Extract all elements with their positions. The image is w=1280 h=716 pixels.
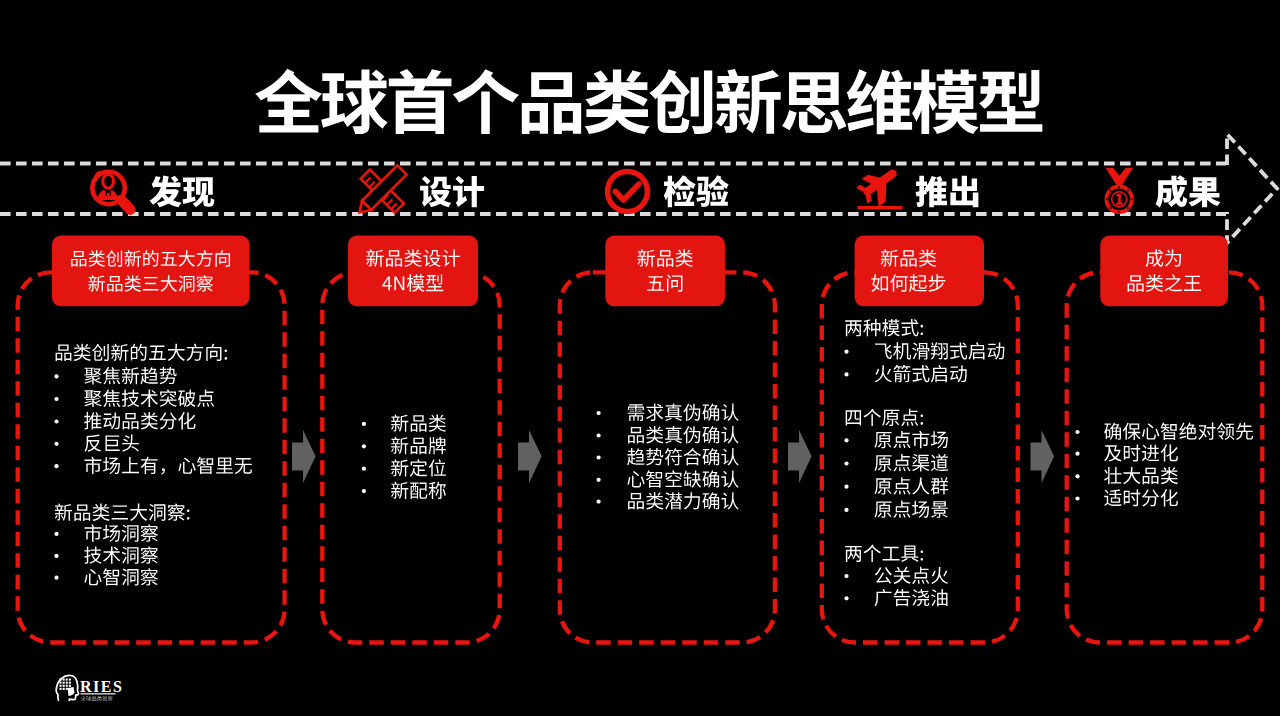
svg-text:RIES: RIES <box>80 678 123 695</box>
